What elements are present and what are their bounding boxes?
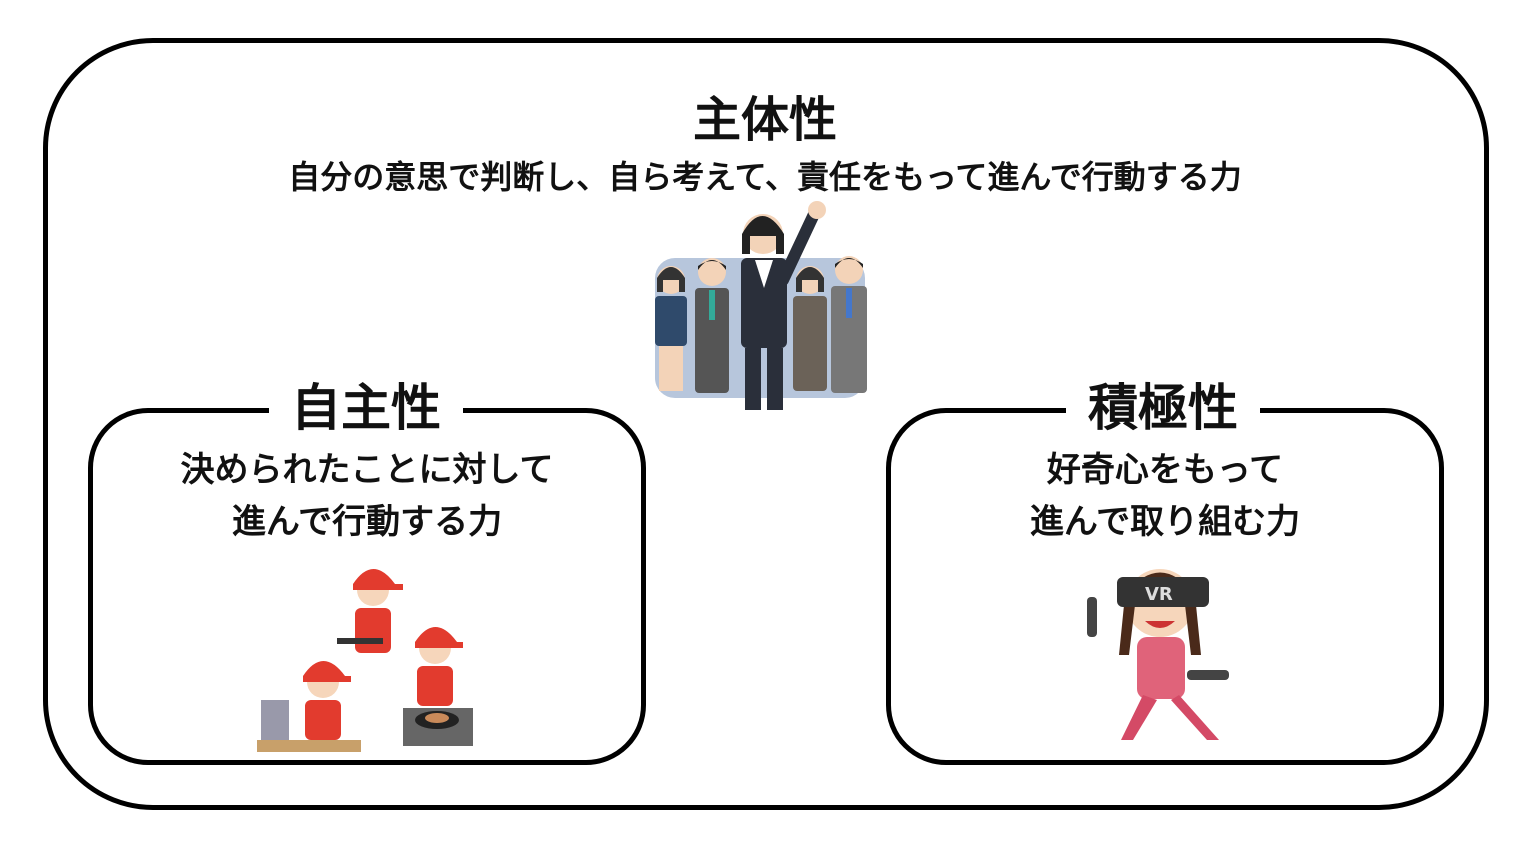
autonomy-line-2: 進んで行動する力 bbox=[231, 502, 503, 542]
vr-user-icon: VR bbox=[1087, 569, 1229, 740]
person-icon bbox=[831, 256, 867, 393]
person-icon bbox=[695, 258, 729, 393]
leader-person-icon bbox=[741, 201, 826, 410]
proactiveness-line-1: 好奇心をもって bbox=[1046, 450, 1284, 490]
proactiveness-description: 好奇心をもって 進んで取り組む力 bbox=[891, 444, 1439, 548]
restaurant-workers-illustration bbox=[257, 569, 473, 752]
main-title: 主体性 bbox=[692, 92, 837, 148]
person-icon bbox=[793, 266, 827, 391]
autonomy-line-1: 決められたことに対して bbox=[180, 450, 554, 490]
vr-girl-illustration: VR bbox=[1087, 569, 1229, 740]
person-icon bbox=[655, 266, 687, 391]
proactiveness-title: 積極性 bbox=[1066, 368, 1260, 440]
autonomy-description: 決められたことに対して 進んで行動する力 bbox=[93, 444, 641, 548]
main-description: 自分の意思で判断し、自ら考えて、責任をもって進んで行動する力 bbox=[288, 158, 1242, 196]
vr-headset-icon bbox=[1117, 577, 1209, 607]
worker-icon bbox=[337, 569, 403, 653]
autonomy-title: 自主性 bbox=[269, 368, 463, 440]
outer-frame bbox=[43, 38, 1489, 810]
vr-label: VR bbox=[1145, 584, 1173, 605]
proactiveness-line-2: 進んで取り組む力 bbox=[1029, 502, 1301, 542]
worker-icon bbox=[257, 661, 361, 752]
leader-group-illustration bbox=[655, 201, 867, 410]
worker-icon bbox=[403, 627, 473, 746]
